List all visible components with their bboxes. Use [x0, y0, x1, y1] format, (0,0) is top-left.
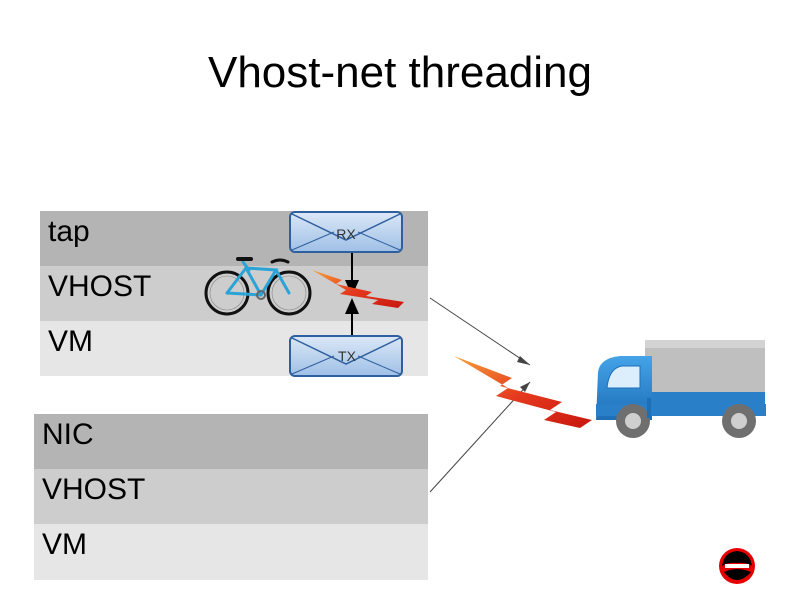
layer-vm: VM — [34, 524, 428, 580]
rx-label: RX — [336, 226, 356, 242]
layer-label: tap — [48, 215, 90, 248]
layer-vhost: VHOST — [34, 469, 428, 524]
truck-icon — [596, 340, 766, 438]
layer-label: VHOST — [42, 473, 146, 506]
lightning-icon — [312, 270, 404, 308]
bicycle-icon — [204, 257, 312, 316]
tx-label: TX — [338, 348, 357, 364]
lightning-icon — [454, 356, 592, 428]
layer-label: NIC — [42, 418, 94, 451]
tx-envelope-icon: TX — [289, 335, 403, 377]
bottom-layer-stack: NIC VHOST VM — [34, 414, 428, 580]
layer-nic: NIC — [34, 414, 428, 469]
layer-label: VM — [48, 325, 93, 358]
red-hat-logo-icon — [719, 548, 755, 584]
rx-envelope-icon: RX — [289, 211, 403, 253]
layer-label: VHOST — [48, 270, 152, 303]
layer-label: VM — [42, 528, 87, 561]
slide-title: Vhost-net threading — [207, 48, 593, 97]
